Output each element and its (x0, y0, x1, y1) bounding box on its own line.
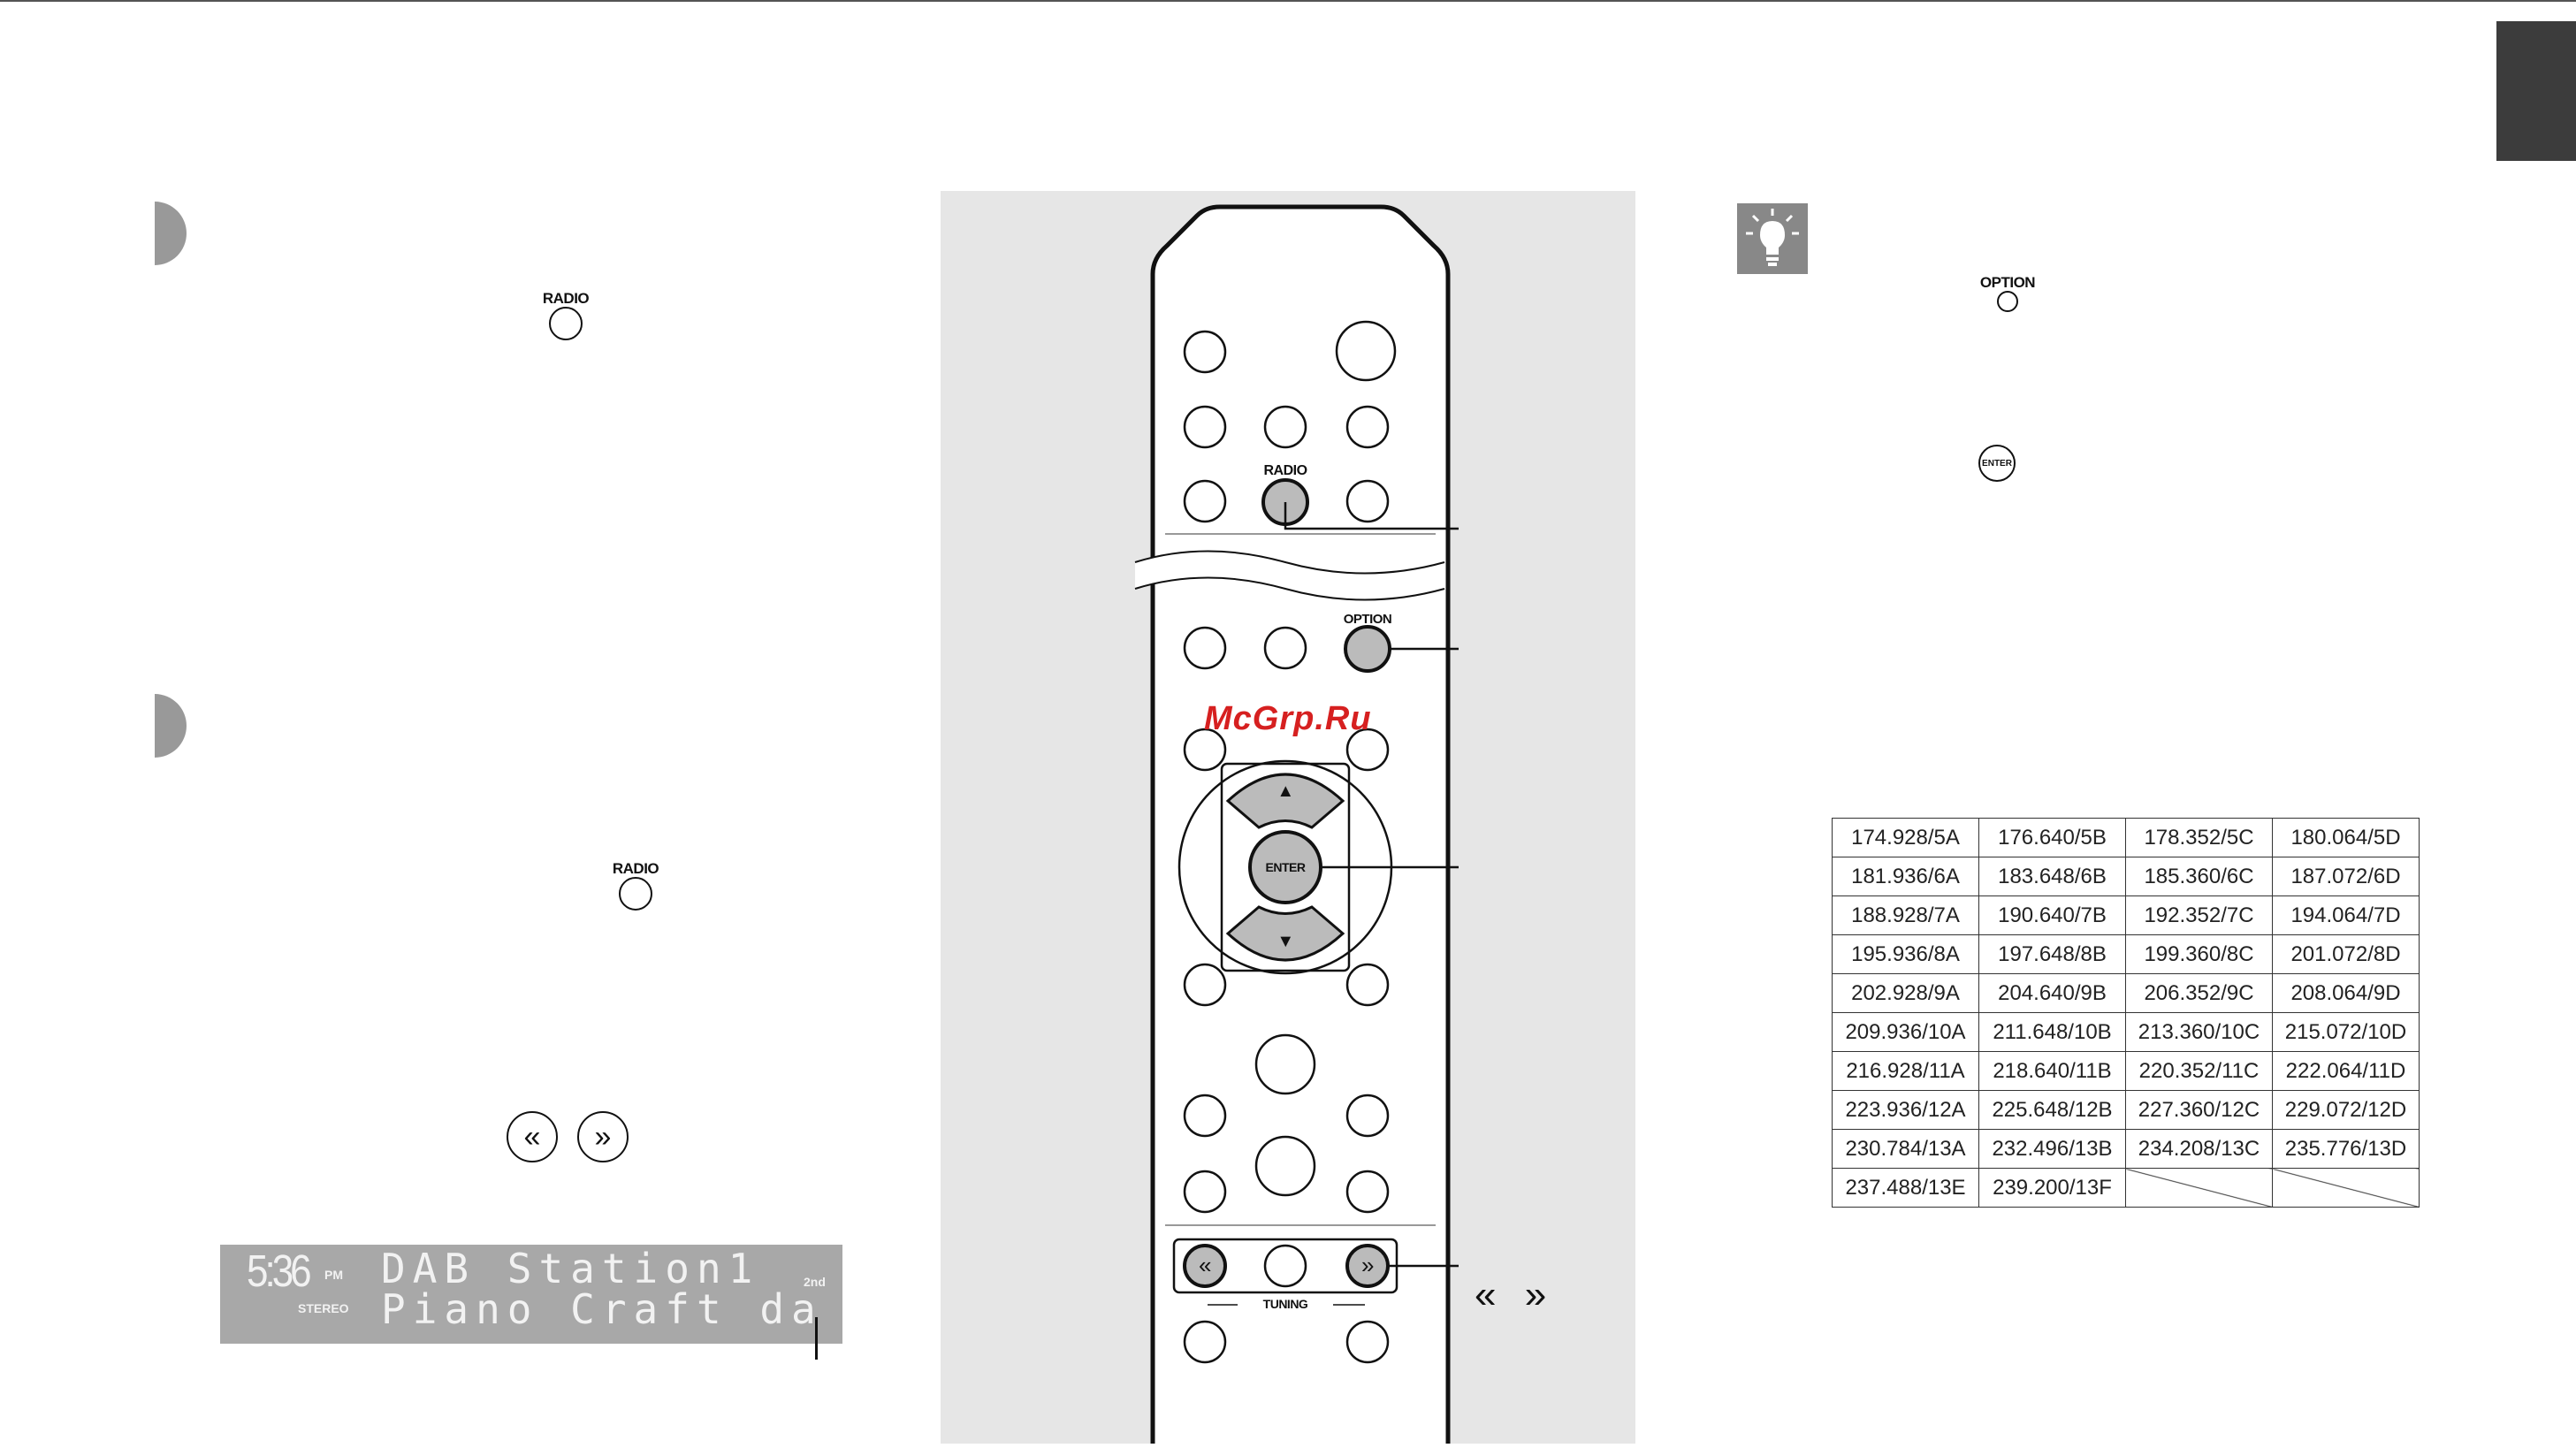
table-cell: 176.640/5B (1978, 818, 2126, 857)
radio-button-icon-2 (619, 877, 652, 911)
table-cell: 215.072/10D (2272, 1012, 2420, 1052)
remote-enter-label: ENTER (1265, 860, 1306, 874)
display-time: 5:36 (247, 1246, 312, 1297)
chapter-tab (2496, 21, 2576, 161)
table-cell: 229.072/12D (2272, 1090, 2420, 1130)
table-cell: 174.928/5A (1832, 818, 1979, 857)
remote-btn-power (1183, 330, 1227, 374)
table-cell: 211.648/10B (1978, 1012, 2126, 1052)
table-cell: 178.352/5C (2125, 818, 2273, 857)
table-cell: 223.936/12A (1832, 1090, 1979, 1130)
table-cell: 187.072/6D (2272, 857, 2420, 896)
radio-button-label: RADIO (542, 290, 590, 307)
table-cell: 227.360/12C (2125, 1090, 2273, 1130)
table-cell: 201.072/8D (2272, 934, 2420, 974)
table-cell: 216.928/11A (1832, 1051, 1979, 1091)
table-cell: 209.936/10A (1832, 1012, 1979, 1052)
radio-button-label-2: RADIO (612, 860, 659, 877)
display-ampm: PM (324, 1268, 343, 1282)
table-cell: 188.928/7A (1832, 895, 1979, 935)
display-station-name: DAB Station1 (381, 1245, 760, 1292)
radio-button-icon (549, 307, 583, 340)
table-cell: 239.200/13F (1978, 1168, 2126, 1208)
table-cell: 202.928/9A (1832, 973, 1979, 1013)
table-cell: 208.064/9D (2272, 973, 2420, 1013)
remote-btn-large (1335, 320, 1397, 382)
table-cell: 206.352/9C (2125, 973, 2273, 1013)
remote-control-panel: RADIO OPTION ENTER ▲ ▼ « » TUNING (941, 191, 1635, 1444)
remote-control-illustration (1134, 204, 1459, 1444)
table-cell: 195.936/8A (1832, 934, 1979, 974)
table-cell: 180.064/5D (2272, 818, 2420, 857)
table-cell: 220.352/11C (2125, 1051, 2273, 1091)
remote-tuning-prev-icon: « (1199, 1252, 1211, 1278)
remote-radio-label: RADIO (1263, 463, 1307, 478)
table-cell (2272, 1168, 2420, 1208)
table-cell: 192.352/7C (2125, 895, 2273, 935)
watermark: McGrp.Ru (1204, 700, 1372, 737)
front-panel-display: 5:36 PM STEREO DAB Station1 Piano Craft … (220, 1245, 842, 1344)
remote-tuning-next-icon: » (1361, 1252, 1374, 1278)
top-rule (0, 0, 2576, 2)
step-marker-2 (155, 694, 187, 758)
remote-up-arrow-icon: ▲ (1277, 781, 1294, 801)
tip-lightbulb-icon (1737, 203, 1808, 274)
tip-option-label: OPTION (1979, 274, 2036, 291)
display-dls-text: Piano Craft da (381, 1285, 823, 1333)
display-callout-line (815, 1317, 818, 1360)
table-cell: 222.064/11D (2272, 1051, 2420, 1091)
table-cell: 225.648/12B (1978, 1090, 2126, 1130)
table-cell: 232.496/13B (1978, 1129, 2126, 1169)
table-cell: 235.776/13D (2272, 1129, 2420, 1169)
table-cell: 199.360/8C (2125, 934, 2273, 974)
table-cell: 230.784/13A (1832, 1129, 1979, 1169)
remote-option-label: OPTION (1343, 612, 1392, 627)
table-cell: 204.640/9B (1978, 973, 2126, 1013)
table-cell: 237.488/13E (1832, 1168, 1979, 1208)
table-cell: 181.936/6A (1832, 857, 1979, 896)
remote-tuning-label: TUNING (1262, 1297, 1308, 1311)
step-marker-1 (155, 202, 187, 265)
table-cell: 190.640/7B (1978, 895, 2126, 935)
remote-down-arrow-icon: ▼ (1277, 932, 1294, 951)
display-2nd-indicator: 2nd (804, 1275, 826, 1289)
table-cell: 213.360/10C (2125, 1012, 2273, 1052)
tip-enter-button-icon: ENTER (1978, 445, 2016, 482)
table-cell: 185.360/6C (2125, 857, 2273, 896)
table-cell: 194.064/7D (2272, 895, 2420, 935)
tip-option-button-icon (1997, 291, 2018, 312)
table-cell (2125, 1168, 2273, 1208)
table-cell: 234.208/13C (2125, 1129, 2273, 1169)
table-cell: 197.648/8B (1978, 934, 2126, 974)
table-cell: 183.648/6B (1978, 857, 2126, 896)
display-stereo: STEREO (298, 1301, 349, 1315)
tuning-next-icon: » (577, 1111, 629, 1162)
table-cell: 218.640/11B (1978, 1051, 2126, 1091)
tuning-prev-icon: « (507, 1111, 558, 1162)
tuning-chevrons-callout: « » (1475, 1273, 1556, 1316)
